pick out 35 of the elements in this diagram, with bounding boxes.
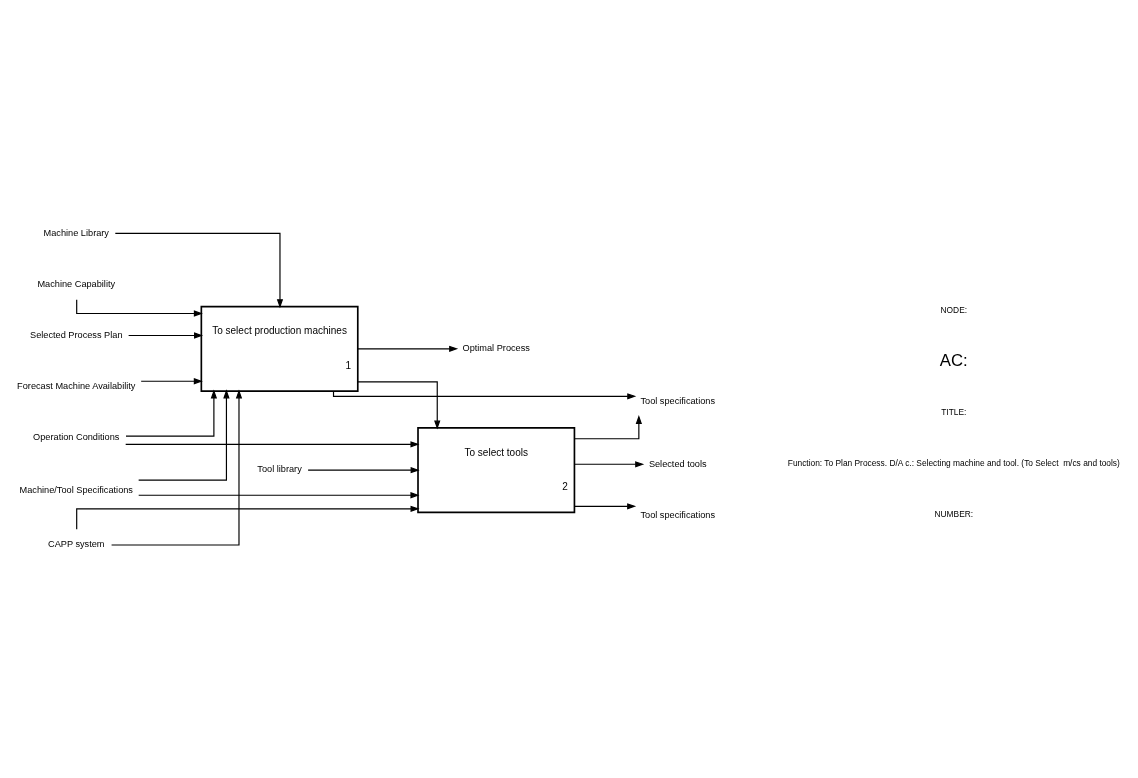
node-box: To select tools 2 <box>417 427 576 514</box>
node-text: Machine Library <box>43 227 109 238</box>
node-text: Machine Capability <box>37 278 116 289</box>
arrow <box>138 492 420 499</box>
node-text: CAPP system <box>48 538 105 549</box>
arrow <box>574 414 642 440</box>
label: AC: <box>939 351 968 371</box>
arrow <box>357 345 459 352</box>
arrow <box>332 390 637 400</box>
arrow <box>138 389 230 481</box>
node-text: Forecast Machine Availability <box>17 380 136 391</box>
label: NODE: <box>940 305 968 316</box>
node-text: Selected tools <box>648 458 707 469</box>
arrow <box>573 461 645 468</box>
node-text: Tool specifications <box>640 395 716 406</box>
node-text: Optimal Process <box>462 343 530 354</box>
node-text: Operation Conditions <box>33 431 120 442</box>
arrow <box>76 505 420 530</box>
node-text: Selected Process Plan <box>30 329 123 340</box>
label: NUMBER: <box>934 509 974 520</box>
arrow <box>128 332 204 339</box>
node-text: Tool library <box>257 464 302 475</box>
arrow <box>114 232 284 309</box>
arrow <box>357 381 441 430</box>
label: TITLE: <box>941 407 967 418</box>
arrow <box>307 466 420 474</box>
arrow <box>573 503 637 510</box>
node-box: To select production machines 1 <box>200 305 359 392</box>
arrow <box>125 441 420 448</box>
arrow <box>125 389 218 437</box>
label: Function: To Plan Process. D/A c.: Selecting machine and tool. (To Select m/cs and tools) <box>787 458 1120 469</box>
arrow <box>140 378 203 385</box>
node-text: Machine/Tool Specifications <box>19 484 133 495</box>
arrow <box>111 389 243 546</box>
node-text: Tool specifications <box>640 509 716 520</box>
